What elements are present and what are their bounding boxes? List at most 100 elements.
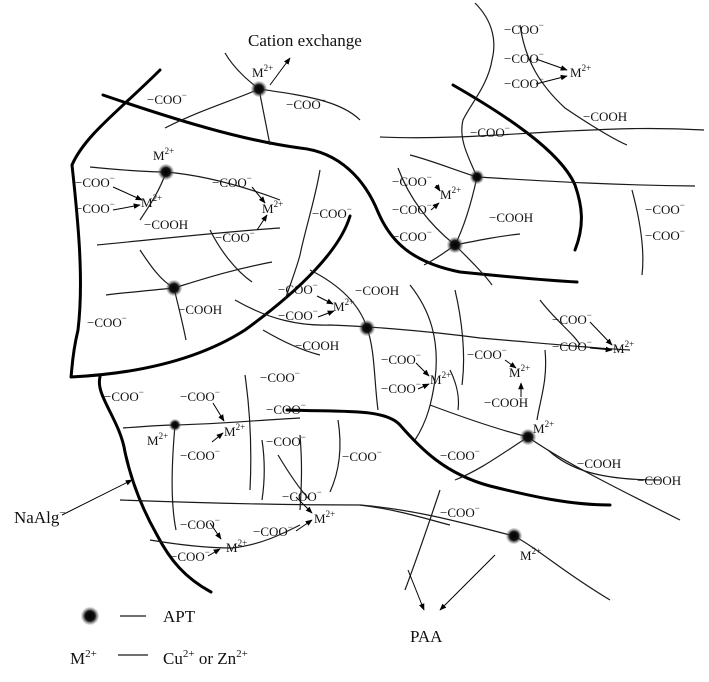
- paa-chain: [262, 329, 321, 356]
- arrow: [316, 295, 334, 305]
- m-ion-label: M2+: [570, 63, 591, 80]
- paa-chain: [96, 227, 281, 246]
- paa-chain: [449, 369, 460, 411]
- arrow: [317, 310, 335, 318]
- m-ion-label: M2+: [141, 193, 162, 210]
- arrow: [112, 203, 141, 211]
- m-ion-labels: M2+ M2+ M2+ M2+ M2+ M2+ M2+ M2+ M2+ M2+ …: [141, 63, 634, 563]
- arrow: [589, 346, 613, 353]
- naalg-chain-3: [451, 83, 583, 252]
- naalg-label: NaAlg−: [14, 507, 66, 527]
- arrow: [439, 554, 496, 611]
- legend-m-label: M2+: [70, 648, 97, 668]
- coo-label: −COO−: [504, 20, 544, 37]
- cooh-label: −COOH: [484, 395, 528, 410]
- paa-chain: [209, 229, 253, 283]
- arrow: [209, 522, 222, 540]
- paa-chain: [379, 127, 705, 139]
- arrow: [430, 202, 440, 211]
- paa-chain: [404, 489, 441, 591]
- paa-chain: [454, 233, 521, 246]
- paa-chain: [244, 374, 252, 491]
- apt-dot: [169, 419, 181, 431]
- coo-label: −COO−: [75, 173, 115, 190]
- cooh-label: −COOH: [178, 302, 222, 317]
- coo-label: −COO−: [552, 310, 592, 327]
- paa-chain: [122, 417, 301, 429]
- coo-label: −COO−: [645, 200, 685, 217]
- arrows: [61, 57, 613, 611]
- arrow: [504, 359, 517, 369]
- m-ion-label: M2+: [440, 185, 461, 202]
- cooh-label: −COOH: [637, 473, 681, 488]
- paa-chain: [539, 299, 581, 346]
- coo-label: −COO−: [504, 74, 544, 91]
- m-ion-label: M2+: [252, 63, 273, 80]
- coo-label: −COO−: [180, 446, 220, 463]
- paa-label: PAA: [410, 627, 443, 646]
- coo-label: −COO−: [170, 547, 210, 564]
- m-ion-label: M2+: [314, 509, 335, 526]
- m-ion-label: M2+: [533, 419, 554, 436]
- paa-chain: [359, 504, 451, 526]
- arrow: [535, 74, 568, 85]
- m-ion-label: M2+: [226, 538, 247, 555]
- cooh-label: −COOH: [355, 283, 399, 298]
- paa-chain: [366, 327, 379, 411]
- cooh-label: −COOH: [583, 109, 627, 124]
- apt-dot: [470, 170, 484, 184]
- coo-label: −COO−: [212, 173, 252, 190]
- arrow: [61, 479, 133, 516]
- coo-label: −COO−: [392, 172, 432, 189]
- paa-chain: [261, 439, 265, 501]
- cooh-label: −COOH: [295, 338, 339, 353]
- coo-label: −COO−: [180, 515, 220, 532]
- m-ion-label: M2+: [520, 546, 541, 563]
- paa-chain: [139, 249, 187, 341]
- apt-dot: [506, 528, 522, 544]
- naalg-chain-5: [97, 375, 213, 594]
- arrow: [295, 496, 313, 514]
- paa-chain: [454, 436, 529, 481]
- coo-label: −COO−: [104, 387, 144, 404]
- apt-dot: [359, 320, 375, 336]
- m-ion-label: M2+: [224, 422, 245, 439]
- cooh-label: −COOH: [489, 210, 533, 225]
- coo-label: −COO−: [260, 368, 300, 385]
- paa-chain: [513, 535, 611, 601]
- arrow: [211, 432, 224, 443]
- m-ion-label: M2+: [147, 431, 168, 448]
- naalg-chain-4: [285, 408, 612, 507]
- coo-label: −COO−: [180, 387, 220, 404]
- paa-chain: [454, 289, 465, 386]
- paa-chain: [284, 169, 321, 301]
- coo-label: −COO−: [645, 226, 685, 243]
- paa-chain: [234, 299, 631, 351]
- arrow: [256, 214, 268, 231]
- cooh-labels: −COOH −COOH −COOH −COOH −COOH −COOH −COO…: [144, 109, 681, 488]
- paa-chain: [329, 419, 341, 493]
- m-ion-label: M2+: [153, 146, 174, 163]
- coo-label: −COO−: [504, 49, 544, 66]
- cooh-label: −COOH: [144, 217, 188, 232]
- coo-label: −COO−: [312, 204, 352, 221]
- arrow: [417, 383, 430, 390]
- paa-chain: [536, 349, 547, 421]
- arrow: [207, 548, 221, 557]
- coo-label: −COO−: [253, 522, 293, 539]
- coo-label: −COO−: [381, 379, 421, 396]
- coo-label: −COO−: [286, 95, 326, 112]
- paa-chain: [277, 454, 311, 501]
- m-ion-label: M2+: [430, 370, 451, 387]
- coo-label: −COO−: [392, 227, 432, 244]
- arrow: [295, 519, 313, 532]
- paa-chain: [461, 2, 495, 178]
- coo-label: −COO−: [440, 503, 480, 520]
- arrow: [269, 57, 291, 86]
- coo-label: −COO−: [75, 199, 115, 216]
- legend-ion-label: Cu2+ or Zn2+: [163, 648, 248, 668]
- paa-chain: [631, 189, 644, 276]
- coo-label: −COO−: [278, 280, 318, 297]
